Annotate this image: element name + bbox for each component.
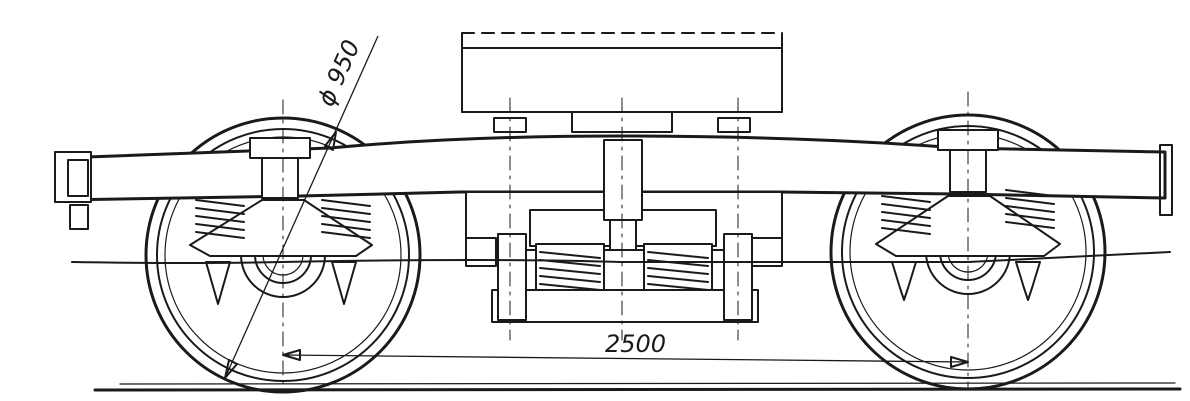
wheel-diameter-dimension-line bbox=[224, 35, 379, 379]
wheelbase-label: 2500 bbox=[605, 330, 666, 358]
central-spring-assembly bbox=[465, 117, 783, 323]
bolster-box bbox=[461, 32, 783, 133]
wheel-diameter-label: ϕ 950 bbox=[312, 36, 366, 111]
left-axlebox-assembly bbox=[189, 137, 373, 305]
center-lines bbox=[282, 91, 969, 391]
right-axlebox-assembly bbox=[875, 129, 1061, 301]
brake-rod bbox=[71, 251, 1171, 264]
wheelbase-dimension-line bbox=[282, 349, 969, 368]
rail-line bbox=[93, 382, 1182, 392]
